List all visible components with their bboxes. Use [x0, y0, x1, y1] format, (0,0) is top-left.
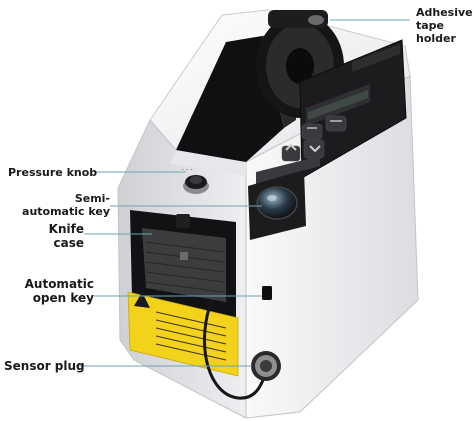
label-sensor-plug: Sensor plug	[4, 359, 85, 373]
pressure-knob: - - -	[182, 166, 209, 194]
label-adhesive-tape-holder: Adhesive tape holder	[416, 6, 473, 45]
sensor-plug	[203, 299, 281, 400]
label-pressure-knob: Pressure knob	[8, 166, 98, 179]
label-automatic-open-key: Automatic open key	[24, 277, 94, 305]
control-panel	[248, 39, 407, 240]
label-knife-case: Knife case	[48, 222, 84, 250]
semi-automatic-key-button	[256, 186, 298, 220]
automatic-open-key-switch	[262, 286, 272, 300]
knife-case	[130, 210, 236, 320]
label-semi-automatic-key: Semi- automatic key	[22, 192, 110, 218]
warning-label	[127, 291, 239, 377]
leader-lines	[76, 19, 410, 367]
svg-text:- - -: - - -	[182, 166, 192, 173]
